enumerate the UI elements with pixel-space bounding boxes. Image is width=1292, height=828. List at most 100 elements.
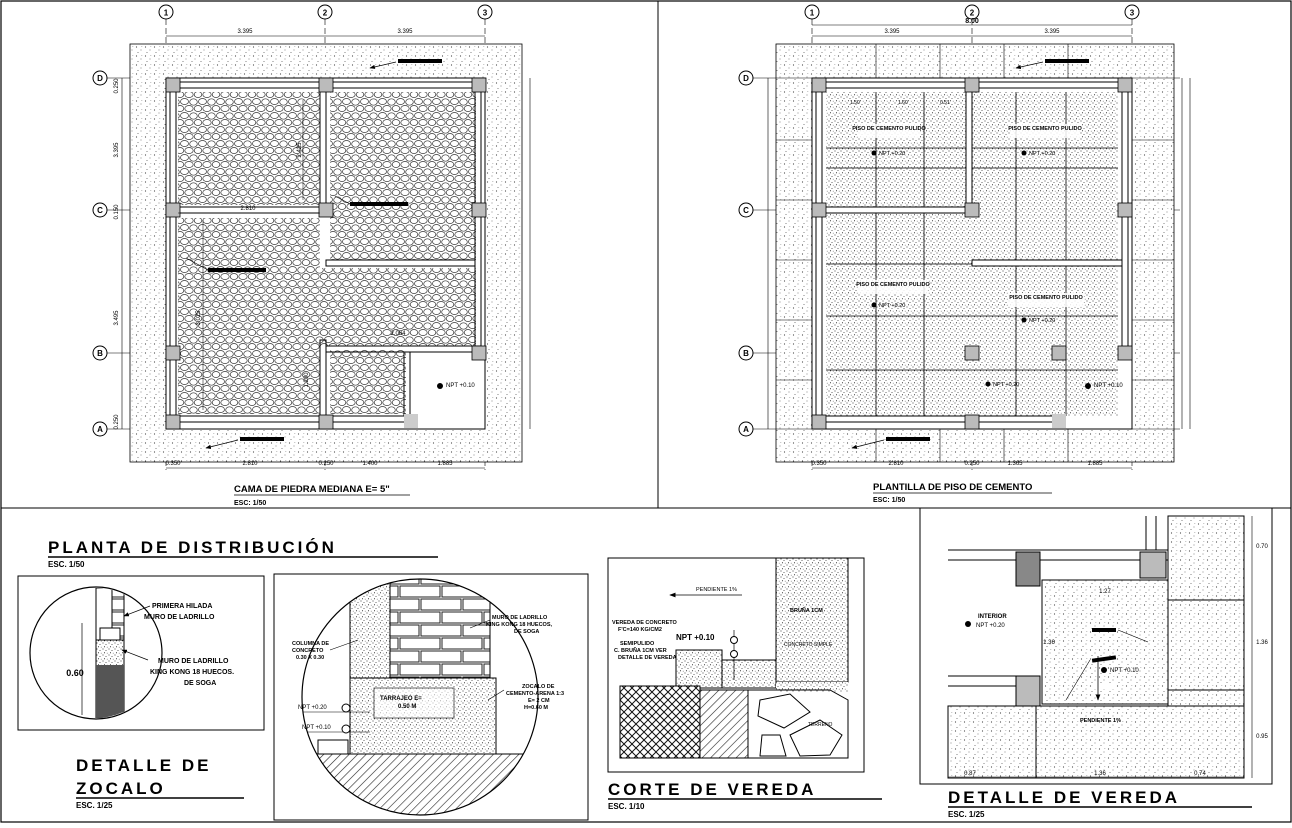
svg-text:0.150: 0.150 [114, 204, 120, 220]
svg-text:1.27: 1.27 [1099, 589, 1111, 595]
svg-text:0.350: 0.350 [165, 461, 181, 467]
svg-text:0.51: 0.51 [940, 100, 950, 106]
svg-text:NPT +0.10: NPT +0.10 [676, 633, 715, 642]
svg-text:PISO DE CEMENTO PULIDO: PISO DE CEMENTO PULIDO [1009, 295, 1083, 301]
room-stone-1 [178, 92, 320, 205]
svg-text:NPT +0.20: NPT +0.20 [879, 151, 905, 157]
svg-text:DE SOGA: DE SOGA [514, 629, 539, 635]
svg-text:2.810: 2.810 [240, 206, 256, 212]
svg-text:1.36: 1.36 [1094, 771, 1106, 777]
plan-cama-piedra: 1 2 3 D C B A 3.395 3.395 [92, 4, 531, 507]
svg-text:CEMENTO-ARENA 1:3: CEMENTO-ARENA 1:3 [506, 691, 564, 697]
zocalo-detail-large: COLUMNA DE CONCRETO 0.30 X 0.30 MURO DE … [273, 573, 589, 821]
svg-text:NPT +0.20: NPT +0.20 [298, 705, 327, 711]
svg-text:3.495: 3.495 [114, 310, 120, 326]
svg-text:3.395: 3.395 [397, 29, 413, 35]
svg-text:B: B [743, 349, 749, 358]
svg-text:1.200: 1.200 [304, 372, 310, 388]
svg-text:CONCRETO: CONCRETO [292, 648, 324, 654]
svg-text:2: 2 [323, 9, 328, 18]
svg-text:1.365: 1.365 [1007, 461, 1023, 467]
svg-text:3: 3 [483, 9, 488, 18]
svg-text:8.00: 8.00 [965, 18, 979, 25]
svg-text:TERRENO: TERRENO [808, 722, 833, 728]
svg-text:KING KONG 18 HUECOS,: KING KONG 18 HUECOS, [486, 622, 552, 628]
svg-text:PISO DE CEMENTO PULIDO: PISO DE CEMENTO PULIDO [1008, 126, 1082, 132]
svg-text:PISO DE CEMENTO PULIDO: PISO DE CEMENTO PULIDO [856, 282, 930, 288]
svg-text:A: A [743, 425, 749, 434]
svg-text:NPT +0.10: NPT +0.10 [1094, 383, 1123, 389]
svg-text:BRUÑA 1CM: BRUÑA 1CM [790, 607, 823, 614]
svg-text:NPT +0.20: NPT +0.20 [879, 303, 905, 309]
svg-text:NPT +0.20: NPT +0.20 [976, 623, 1005, 629]
svg-text:0.50 M: 0.50 M [398, 704, 416, 710]
svg-text:DETALLE DE VEREDA: DETALLE DE VEREDA [948, 788, 1180, 807]
detalle-vereda: INTERIOR NPT +0.20 NPT +0.10 PENDIENTE 1… [919, 507, 1273, 819]
svg-text:1.36: 1.36 [1256, 640, 1268, 646]
svg-text:ESC. 1/25: ESC. 1/25 [948, 810, 985, 819]
svg-text:PRIMERA HILADA: PRIMERA HILADA [152, 603, 212, 610]
svg-text:PLANTA DE DISTRIBUCIÓN: PLANTA DE DISTRIBUCIÓN [48, 538, 337, 557]
svg-text:0.250: 0.250 [114, 78, 120, 94]
svg-text:3.395: 3.395 [114, 142, 120, 158]
svg-text:F'C=140 KG/CM2: F'C=140 KG/CM2 [618, 627, 662, 633]
svg-text:D: D [743, 74, 749, 83]
svg-text:DE SOGA: DE SOGA [184, 680, 216, 687]
svg-text:0.250: 0.250 [114, 414, 120, 430]
room-stone-3 [178, 218, 320, 414]
svg-text:NPT +0.10: NPT +0.10 [1110, 668, 1139, 674]
svg-text:NPT +0.10: NPT +0.10 [302, 725, 331, 731]
svg-text:3.025: 3.025 [196, 310, 202, 326]
svg-text:E= 2 CM: E= 2 CM [528, 698, 550, 704]
svg-text:0.70: 0.70 [1256, 544, 1268, 550]
plan1-scale: ESC: 1/50 [234, 500, 266, 507]
svg-text:2: 2 [970, 9, 975, 18]
plan2-title: PLANTILLA DE PISO DE CEMENTO [873, 482, 1032, 493]
svg-text:1.885: 1.885 [437, 461, 453, 467]
svg-text:PENDIENTE 1%: PENDIENTE 1% [1080, 718, 1121, 724]
plan2-scale: ESC: 1/50 [873, 497, 905, 504]
svg-text:0.87: 0.87 [964, 771, 976, 777]
svg-text:MURO DE LADRILLO: MURO DE LADRILLO [492, 615, 548, 621]
svg-text:ESC. 1/50: ESC. 1/50 [48, 560, 85, 569]
svg-text:DETALLE DE VEREDA: DETALLE DE VEREDA [618, 655, 677, 661]
room-stone-5 [330, 350, 406, 414]
svg-text:0.350: 0.350 [811, 461, 827, 467]
svg-text:VEREDA DE CONCRETO: VEREDA DE CONCRETO [612, 620, 678, 626]
svg-text:2.810: 2.810 [888, 461, 904, 467]
svg-text:1.60: 1.60 [898, 100, 908, 106]
svg-text:0.250: 0.250 [964, 461, 980, 467]
svg-text:MURO DE LADRILLO: MURO DE LADRILLO [158, 658, 229, 665]
room-stone-4 [320, 268, 476, 346]
svg-text:3.395: 3.395 [884, 29, 900, 35]
svg-text:CORTE DE VEREDA: CORTE DE VEREDA [608, 780, 816, 799]
svg-text:KING KONG 18 HUECOS.: KING KONG 18 HUECOS. [150, 669, 234, 676]
svg-text:C: C [97, 206, 103, 215]
svg-text:ESC. 1/10: ESC. 1/10 [608, 802, 645, 811]
svg-text:CONCRETO SIMPLE: CONCRETO SIMPLE [784, 642, 833, 648]
svg-text:INTERIOR: INTERIOR [978, 614, 1007, 620]
svg-text:ESC. 1/25: ESC. 1/25 [76, 801, 113, 810]
svg-text:ZOCALO DE: ZOCALO DE [522, 684, 555, 690]
svg-text:1.885: 1.885 [1087, 461, 1103, 467]
svg-text:2.425: 2.425 [297, 142, 303, 158]
svg-text:0.60: 0.60 [66, 668, 84, 678]
svg-text:SEMIPULIDO: SEMIPULIDO [620, 641, 655, 647]
svg-text:1.400: 1.400 [362, 461, 378, 467]
svg-text:C. BRUÑA 1CM VER: C. BRUÑA 1CM VER [614, 647, 667, 654]
svg-text:TARRAJEO E=: TARRAJEO E= [380, 696, 422, 702]
svg-text:0.30 X 0.30: 0.30 X 0.30 [296, 655, 324, 661]
svg-text:C: C [743, 206, 749, 215]
svg-text:DETALLE DE: DETALLE DE [76, 756, 211, 775]
plan1-title: CAMA DE PIEDRA MEDIANA E= 5" [234, 484, 390, 495]
svg-text:0.95: 0.95 [1256, 734, 1268, 740]
svg-text:2.054: 2.054 [390, 331, 406, 337]
svg-text:NPT +0.20: NPT +0.20 [1029, 318, 1055, 324]
svg-text:1.50: 1.50 [850, 100, 860, 106]
corte-vereda: PENDIENTE 1% VEREDA DE CONCRETO F'C=140 … [607, 557, 882, 811]
svg-text:1.36: 1.36 [1043, 640, 1055, 646]
svg-text:ZOCALO: ZOCALO [76, 779, 166, 798]
svg-text:D: D [97, 74, 103, 83]
